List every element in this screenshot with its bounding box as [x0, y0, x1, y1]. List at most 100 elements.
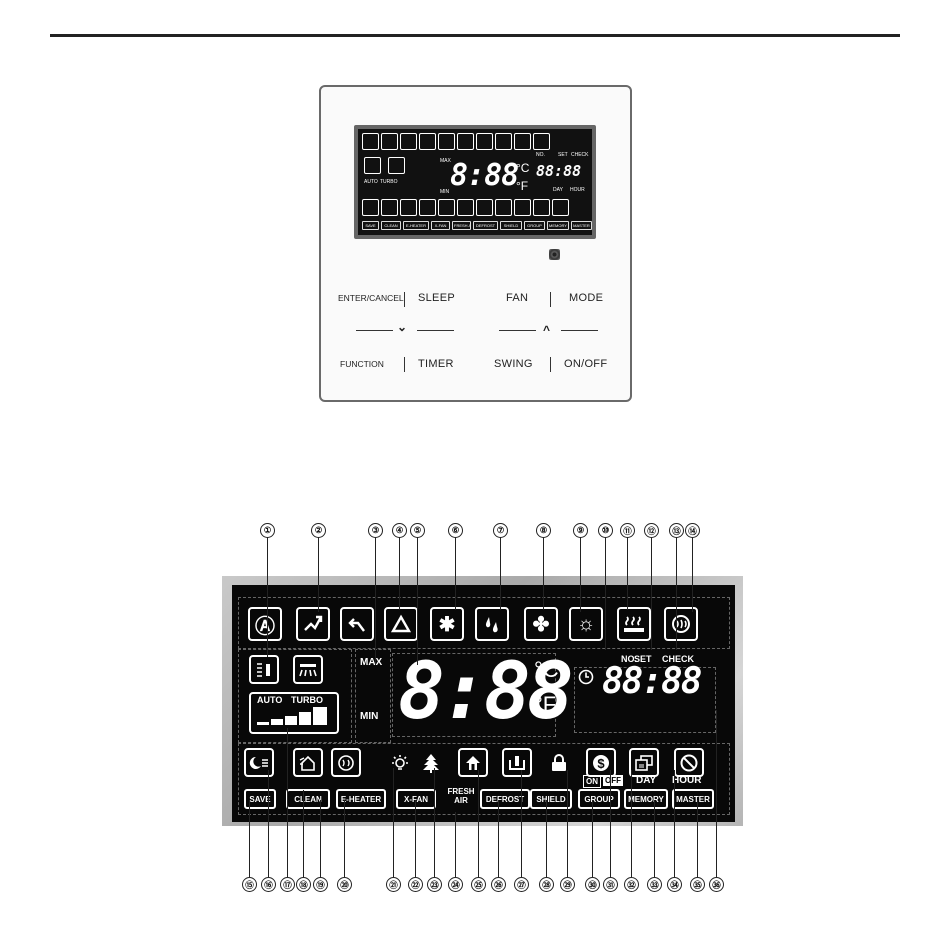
mini-max-text: MAX	[440, 158, 451, 164]
mini-sun-icon	[495, 133, 512, 150]
callout-number: ⑱	[296, 877, 311, 892]
defrost-icon	[502, 748, 532, 777]
mini-defrost-icon	[476, 199, 493, 216]
callout-number: ④	[392, 523, 407, 538]
callout-leader	[393, 768, 394, 877]
callout-number: ㉙	[560, 877, 575, 892]
mini-label-save: SAVE	[362, 221, 379, 230]
separator	[550, 292, 551, 307]
callout-leader	[692, 537, 693, 612]
callout-number: ⑪	[620, 523, 635, 538]
mini-tree-icon	[438, 199, 455, 216]
callout-number: ㉜	[624, 877, 639, 892]
mini-clock-digits: 88:88	[536, 162, 582, 180]
fahrenheit-unit: °F	[534, 692, 557, 717]
callout-number: ⑧	[536, 523, 551, 538]
mini-set-text: SET	[558, 152, 568, 158]
tree-icon	[416, 748, 446, 777]
callout-leader	[249, 800, 250, 877]
mini-top-icons	[362, 133, 550, 150]
clean-label: CLEAN	[286, 789, 330, 809]
mini-labels: SAVE CLEAN E-HEATER X-FAN FRESH AIR DEFR…	[362, 221, 592, 230]
e-heater-icon	[331, 748, 361, 777]
min-text: MIN	[360, 711, 379, 722]
mini-light-icon	[419, 199, 436, 216]
memory-card-icon	[629, 748, 659, 777]
callout-leader	[320, 800, 321, 877]
up-arrow-button[interactable]: ^	[543, 323, 551, 337]
callout-leader	[567, 770, 568, 877]
function-button[interactable]: FUNCTION	[340, 359, 384, 369]
callout-leader	[543, 537, 544, 610]
callout-leader	[268, 770, 269, 877]
mini-eheater-icon	[400, 199, 417, 216]
callout-leader	[434, 768, 435, 877]
mini-temp-digits: 8:88	[450, 158, 519, 193]
clock-icon	[578, 669, 594, 685]
swing-up-down-icon	[296, 607, 330, 641]
callout-number: ㊱	[709, 877, 724, 892]
mini-label-eheater: E-HEATER	[403, 221, 429, 230]
top-icon-frame	[238, 597, 730, 649]
callout-number: ㉟	[690, 877, 705, 892]
separator	[404, 292, 405, 307]
swing-vertical-icon	[249, 655, 279, 684]
shield-label: SHIELD	[530, 789, 572, 809]
fresh-air-label: FRESH AIR	[446, 786, 476, 806]
callout-number: ⑥	[448, 523, 463, 538]
fan-icon: ✤	[524, 607, 558, 641]
ban-icon	[674, 748, 704, 777]
callout-leader	[478, 770, 479, 877]
callout-leader	[500, 537, 501, 610]
divider-line	[356, 330, 393, 331]
fan-speed-frame	[249, 692, 339, 734]
sleep-moon-icon	[244, 748, 274, 777]
callout-leader	[375, 537, 376, 665]
group-label: GROUP	[578, 789, 620, 809]
callout-leader	[674, 770, 675, 877]
callout-leader	[455, 812, 456, 877]
lcd-panel: Ⓐ ✱ ✤ ☼ AUTO TURBO MAX MIN 8:88 °C °F NO…	[232, 585, 735, 822]
divider-line	[417, 330, 454, 331]
callout-number: ⑳	[337, 877, 352, 892]
no-text: NO.	[621, 654, 638, 664]
mini-memory-icon	[533, 199, 550, 216]
callout-leader	[287, 728, 288, 877]
sleep-button[interactable]: SLEEP	[418, 292, 455, 304]
callout-number: ⑦	[493, 523, 508, 538]
fan-speed-bars-icon	[257, 707, 327, 725]
callout-number: ㉔	[448, 877, 463, 892]
left-frame	[238, 649, 352, 743]
callout-number: ⑲	[313, 877, 328, 892]
callout-number: ㉞	[667, 877, 682, 892]
max-text: MAX	[360, 657, 383, 668]
callout-number: ⑨	[573, 523, 588, 538]
enter-cancel-button[interactable]: ENTER/CANCEL	[338, 293, 404, 303]
callout-leader	[455, 537, 456, 610]
mini-auto-text: AUTO	[364, 179, 378, 185]
mini-money-icon	[514, 199, 531, 216]
callout-number: ㉖	[491, 877, 506, 892]
memory-label: MEMORY	[624, 789, 668, 809]
callout-leader	[592, 800, 593, 877]
controller-lcd: AUTO TURBO MAX MIN 8:88 °C °F NO. SET CH…	[354, 125, 596, 239]
callout-leader	[610, 770, 611, 877]
separator	[550, 357, 551, 372]
mode-button[interactable]: MODE	[569, 292, 604, 304]
down-arrow-button[interactable]: ⌄	[397, 320, 408, 334]
louver-icon	[293, 655, 323, 684]
mini-label-fresh: FRESH AIR	[452, 221, 471, 230]
check-text: CHECK	[662, 654, 695, 664]
cool-triangle-icon	[384, 607, 418, 641]
timer-button[interactable]: TIMER	[418, 358, 454, 370]
fan-button[interactable]: FAN	[506, 292, 529, 304]
callout-number: ㉑	[386, 877, 401, 892]
callout-leader	[498, 800, 499, 877]
callout-number: ⑯	[261, 877, 276, 892]
mini-fan-icon	[476, 133, 493, 150]
swing-left-right-icon	[340, 607, 374, 641]
snowflake-icon: ✱	[430, 607, 464, 641]
callout-number: ⑮	[242, 877, 257, 892]
swing-button[interactable]: SWING	[494, 358, 533, 370]
on-off-button[interactable]: ON/OFF	[564, 358, 608, 370]
